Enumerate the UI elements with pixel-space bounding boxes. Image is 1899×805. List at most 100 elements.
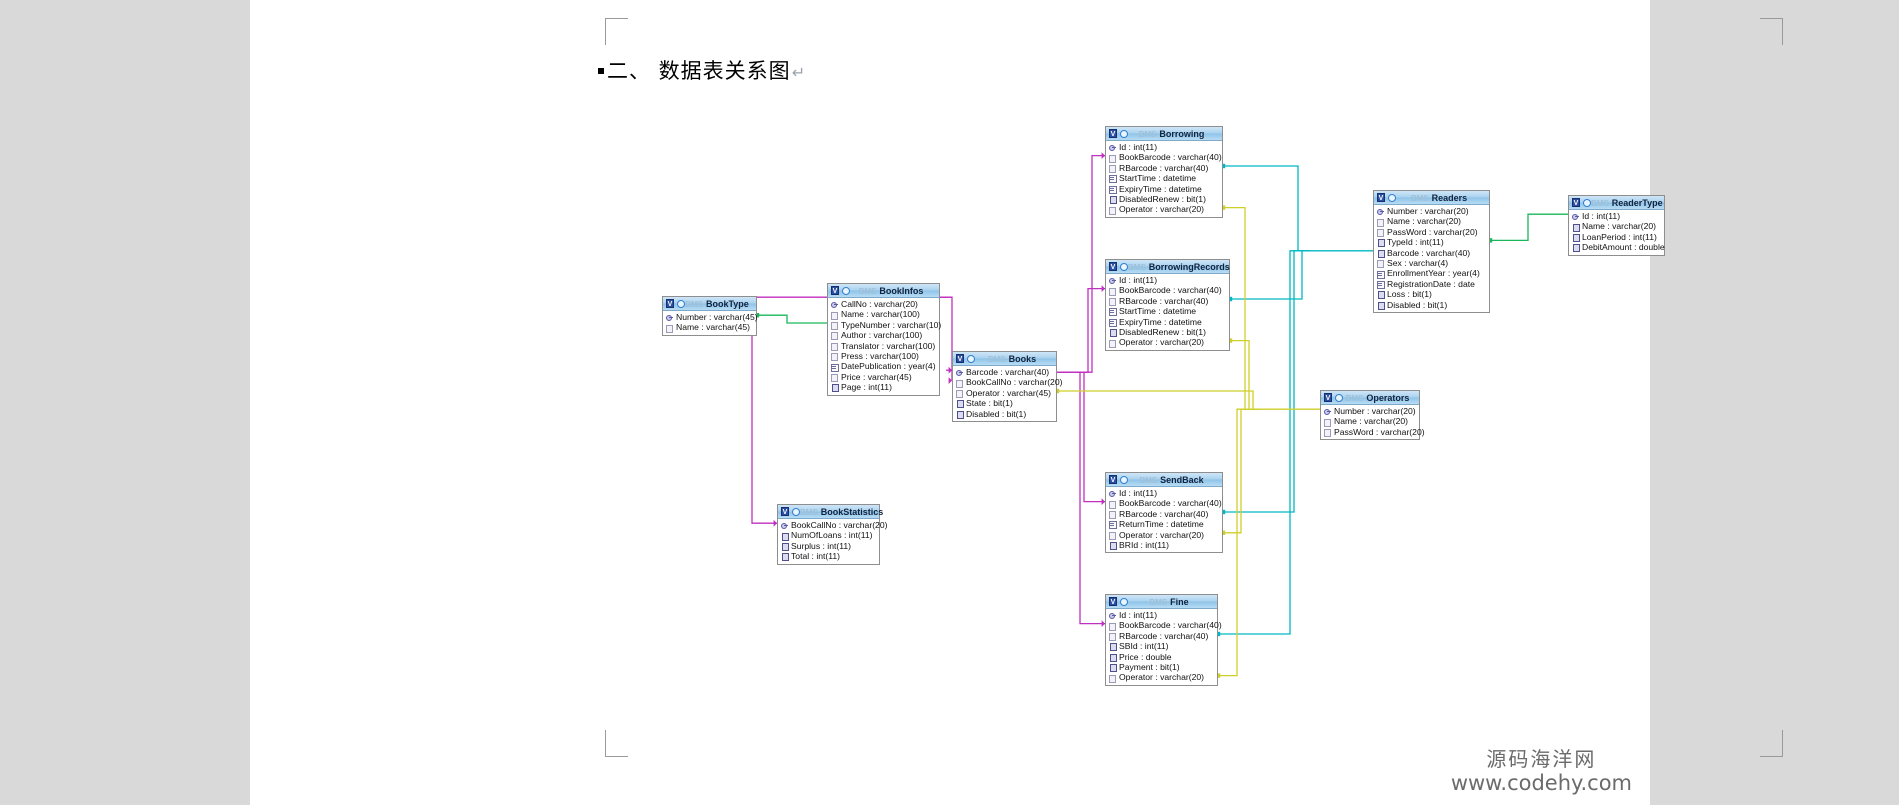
field-label: BookBarcode : varchar(40) (1119, 498, 1222, 509)
heading-text: 二、 数据表关系图 (607, 59, 791, 83)
field-row[interactable]: BRId : int(11) (1106, 540, 1222, 551)
field-row[interactable]: Operator : varchar(20) (1106, 672, 1217, 683)
field-row[interactable]: Operator : varchar(20) (1106, 530, 1222, 540)
field-row[interactable]: BookBarcode : varchar(40) (1106, 498, 1222, 509)
field-row[interactable]: NumOfLoans : int(11) (778, 530, 879, 541)
field-row[interactable]: RBarcode : varchar(40) (1106, 163, 1222, 173)
field-row[interactable]: ReturnTime : datetime (1106, 519, 1222, 530)
field-row[interactable]: Name : varchar(100) (828, 309, 939, 320)
field-row[interactable]: RBarcode : varchar(40) (1106, 631, 1217, 641)
field-row[interactable]: Disabled : bit(1) (953, 409, 1056, 419)
field-row[interactable]: ExpiryTime : datetime (1106, 184, 1222, 194)
field-row[interactable]: Press : varchar(100) (828, 351, 939, 362)
field-row[interactable]: StartTime : datetime (1106, 173, 1222, 184)
entity-name: Borrowing (1159, 128, 1205, 139)
field-row[interactable]: EnrollmentYear : year(4) (1374, 268, 1489, 279)
field-row[interactable]: TypeNumber : varchar(10) (828, 320, 941, 330)
field-row[interactable]: Barcode : varchar(40) (1374, 248, 1489, 258)
field-row[interactable]: BookCallNo : varchar(20) (778, 520, 887, 530)
entity-name: Operators (1366, 392, 1410, 403)
key-icon (831, 301, 838, 308)
field-row[interactable]: LoanPeriod : int(11) (1569, 232, 1664, 242)
field-row[interactable]: Total : int(11) (778, 551, 879, 562)
field-row[interactable]: RBarcode : varchar(40) (1106, 296, 1229, 306)
field-row[interactable]: Barcode : varchar(40) (953, 367, 1056, 377)
field-row[interactable]: SBId : int(11) (1106, 641, 1217, 652)
field-row[interactable]: Number : varchar(20) (1374, 206, 1489, 216)
field-list: CallNo : varchar(20)Name : varchar(100)T… (828, 298, 941, 395)
field-row[interactable]: DebitAmount : double (1569, 242, 1665, 253)
field-row[interactable]: Disabled : bit(1) (1374, 300, 1489, 310)
field-row[interactable]: Number : varchar(45) (663, 312, 758, 322)
field-row[interactable]: PassWord : varchar(20) (1374, 227, 1489, 237)
field-row[interactable]: Translator : varchar(100) (828, 341, 939, 351)
field-row[interactable]: Operator : varchar(45) (953, 388, 1056, 398)
field-row[interactable]: Operator : varchar(20) (1106, 337, 1229, 348)
num-icon (1377, 249, 1385, 258)
field-row[interactable]: BookBarcode : varchar(40) (1106, 285, 1229, 296)
field-row[interactable]: Price : double (1106, 652, 1217, 662)
field-row[interactable]: DisabledRenew : bit(1) (1106, 327, 1229, 338)
field-label: BookCallNo : varchar(20) (791, 520, 888, 530)
field-row[interactable]: Sex : varchar(4) (1374, 258, 1489, 269)
field-row[interactable]: Price : varchar(45) (828, 372, 939, 382)
key-icon (956, 369, 963, 376)
key-icon (1109, 612, 1116, 619)
field-row[interactable]: BookCallNo : varchar(20) (953, 377, 1062, 388)
field-row[interactable]: Id : int(11) (1106, 275, 1229, 285)
field-label: SBId : int(11) (1119, 641, 1169, 652)
field-row[interactable]: Number : varchar(20) (1321, 406, 1419, 416)
field-row[interactable]: Id : int(11) (1106, 610, 1217, 620)
field-row[interactable]: ExpiryTime : datetime (1106, 317, 1229, 327)
circle-icon (842, 286, 850, 295)
field-row[interactable]: Id : int(11) (1106, 488, 1222, 498)
field-row[interactable]: BookBarcode : varchar(40) (1106, 152, 1222, 163)
field-row[interactable]: CallNo : varchar(20) (828, 299, 939, 309)
field-row[interactable]: Surplus : int(11) (778, 541, 879, 551)
field-row[interactable]: Id : int(11) (1569, 211, 1664, 221)
field-row[interactable]: Page : int(11) (828, 382, 939, 393)
field-row[interactable]: Author : varchar(100) (828, 330, 939, 341)
field-row[interactable]: RegistrationDate : date (1374, 279, 1489, 289)
field-row[interactable]: PassWord : varchar(20) (1321, 427, 1425, 437)
field-row[interactable]: Name : varchar(45) (663, 322, 756, 333)
field-row[interactable]: Id : int(11) (1106, 142, 1222, 152)
field-row[interactable]: DatePublication : year(4) (828, 361, 939, 372)
field-row[interactable]: Name : varchar(20) (1321, 416, 1419, 427)
field-row[interactable]: StartTime : datetime (1106, 306, 1229, 317)
field-row[interactable]: Payment : bit(1) (1106, 662, 1217, 673)
field-row[interactable]: Loss : bit(1) (1374, 289, 1489, 300)
field-row[interactable]: Name : varchar(20) (1374, 216, 1489, 227)
field-row[interactable]: BookBarcode : varchar(40) (1106, 620, 1222, 631)
field-row[interactable]: State : bit(1) (953, 398, 1056, 409)
field-row[interactable]: TypeId : int(11) (1374, 237, 1489, 248)
field-row[interactable]: Name : varchar(20) (1569, 221, 1664, 232)
field-row[interactable]: RBarcode : varchar(40) (1106, 509, 1222, 519)
field-row[interactable]: Operator : varchar(20) (1106, 204, 1222, 215)
field-row[interactable]: DisabledRenew : bit(1) (1106, 194, 1222, 205)
col-icon (831, 332, 838, 341)
